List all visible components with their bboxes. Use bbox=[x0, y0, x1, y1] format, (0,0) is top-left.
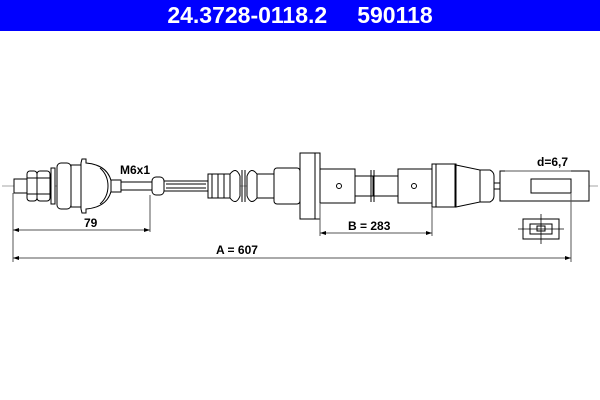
hole-2 bbox=[411, 183, 417, 189]
rubber-mount bbox=[56, 162, 72, 210]
hole-1 bbox=[336, 183, 342, 189]
end-cone bbox=[455, 164, 481, 208]
diameter-label: d=6,7 bbox=[537, 155, 569, 169]
eyelet-slot bbox=[530, 178, 572, 194]
title-bar: 24.3728-0118.2 590118 bbox=[0, 0, 600, 31]
sleeve bbox=[256, 173, 275, 199]
casing-neck bbox=[354, 175, 374, 197]
inner-cable bbox=[163, 180, 209, 192]
flange bbox=[299, 152, 321, 220]
nut-2 bbox=[36, 170, 51, 202]
mount-bracket bbox=[80, 158, 113, 214]
dimension-a-label: A = 607 bbox=[216, 243, 258, 257]
washer bbox=[50, 167, 56, 205]
rod bbox=[120, 181, 154, 191]
dimension-79-label: 79 bbox=[84, 216, 98, 230]
part-number: 24.3728-0118.2 bbox=[167, 2, 328, 28]
nut-1 bbox=[26, 170, 38, 202]
casing-2 bbox=[397, 168, 433, 204]
rod-nut bbox=[151, 176, 165, 196]
threaded-stud bbox=[13, 178, 29, 194]
mount-body bbox=[70, 164, 82, 208]
thread-label: M6x1 bbox=[120, 163, 151, 177]
boot-1 bbox=[229, 170, 241, 202]
dimension-b-label: B = 283 bbox=[348, 219, 391, 233]
housing bbox=[273, 167, 301, 205]
end-cap bbox=[479, 169, 495, 203]
boot-2 bbox=[246, 170, 258, 202]
reference-number: 590118 bbox=[357, 2, 433, 28]
ferrule bbox=[207, 173, 231, 199]
